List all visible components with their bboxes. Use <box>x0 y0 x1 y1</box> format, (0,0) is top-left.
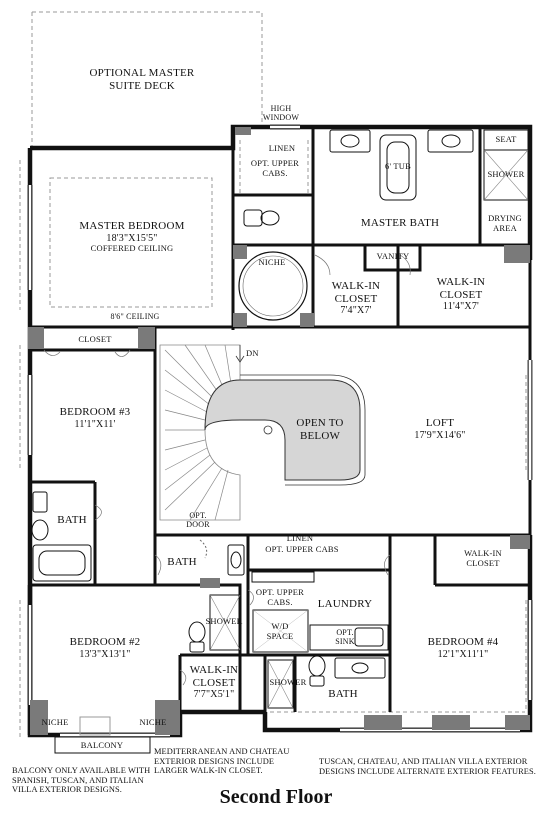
drying-area-label: DRYING AREA <box>488 213 522 233</box>
wd-space-label: W/D SPACE <box>266 621 294 641</box>
bedroom-3-label: BEDROOM #3 11'1"X11' <box>59 406 131 430</box>
opt-upper-cabs-top-label: OPT. UPPER CABS. <box>250 158 300 178</box>
staircase <box>159 344 366 521</box>
balcony-label: BALCONY <box>80 740 124 750</box>
door-swings <box>43 254 411 686</box>
niche-right-label: NICHE <box>139 717 167 727</box>
shower-b2-label: SHOWER <box>205 616 243 626</box>
loft-label: LOFT 17'9"X14'6" <box>414 417 466 441</box>
walkin-closet-small-label: WALK-IN CLOSET <box>464 548 502 568</box>
seat-label: SEAT <box>495 134 517 144</box>
deck-label: OPTIONAL MASTER SUITE DECK <box>89 67 195 92</box>
balcony <box>54 716 151 754</box>
opt-upper-cabs-laundry-label: OPT. UPPER CABS. <box>255 587 305 607</box>
niche-left-label: NICHE <box>41 717 69 727</box>
laundry-fixtures <box>251 571 389 653</box>
bath-b4-fixtures <box>267 655 386 709</box>
walkin-closet-2-label: WALK-IN CLOSET 11'4"X7' <box>436 276 486 313</box>
laundry-label: LAUNDRY <box>317 598 373 610</box>
shower-master-label: SHOWER <box>487 169 525 179</box>
opt-door-label: OPT. DOOR <box>186 511 210 530</box>
master-bath-fixtures <box>243 129 529 227</box>
linen-top-label: LINEN <box>268 143 296 153</box>
niche-master-label: NICHE <box>258 257 286 267</box>
bath-b4-label: BATH <box>328 688 358 700</box>
dn-label: DN <box>246 348 259 358</box>
bath-mid-fixtures <box>188 539 245 653</box>
bath-left-fixtures <box>31 491 92 582</box>
bath-mid-label: BATH <box>167 556 197 568</box>
walkin-closet-1-label: WALK-IN CLOSET 7'4"X7' <box>331 280 381 317</box>
window-lines <box>27 124 533 738</box>
linen-mid-label: LINEN <box>286 533 314 543</box>
ceiling-label: 8'6" CEILING <box>110 312 160 321</box>
opt-sink-label: OPT. SINK <box>335 628 355 647</box>
niche-circle <box>238 251 308 321</box>
shower-b4-label: SHOWER <box>269 677 307 687</box>
open-to-below-label: OPEN TO BELOW <box>296 417 344 442</box>
closet-b3-label: CLOSET <box>78 334 112 344</box>
balcony-note: BALCONY ONLY AVAILABLE WITH SPANISH, TUS… <box>12 766 151 795</box>
columns <box>28 127 530 735</box>
page-title: Second Floor <box>219 786 333 808</box>
closet-note: MEDITERRANEAN AND CHATEAU EXTERIOR DESIG… <box>154 747 290 776</box>
bedroom-2-label: BEDROOM #2 13'3"X13'1" <box>69 636 141 660</box>
high-window-label: HIGH WINDOW <box>262 104 300 123</box>
vanity-label: VANITY <box>376 251 410 261</box>
villa-note: TUSCAN, CHATEAU, AND ITALIAN VILLA EXTER… <box>319 757 536 776</box>
tub-label: 6' TUB <box>385 161 411 171</box>
master-bath-label: MASTER BATH <box>360 217 440 229</box>
deck-outline <box>19 11 527 740</box>
bedroom-4-label: BEDROOM #4 12'1"X11'1" <box>427 636 499 660</box>
opt-upper-cabs-mid-label: OPT. UPPER CABS <box>265 544 339 554</box>
walkin-closet-3-label: WALK-IN CLOSET 7'7"X5'1" <box>189 664 239 701</box>
bath-left-label: BATH <box>57 514 87 526</box>
open-to-below-area <box>204 379 361 481</box>
master-bedroom-label: MASTER BEDROOM 18'3"X15'5" COFFERED CEIL… <box>79 220 185 254</box>
